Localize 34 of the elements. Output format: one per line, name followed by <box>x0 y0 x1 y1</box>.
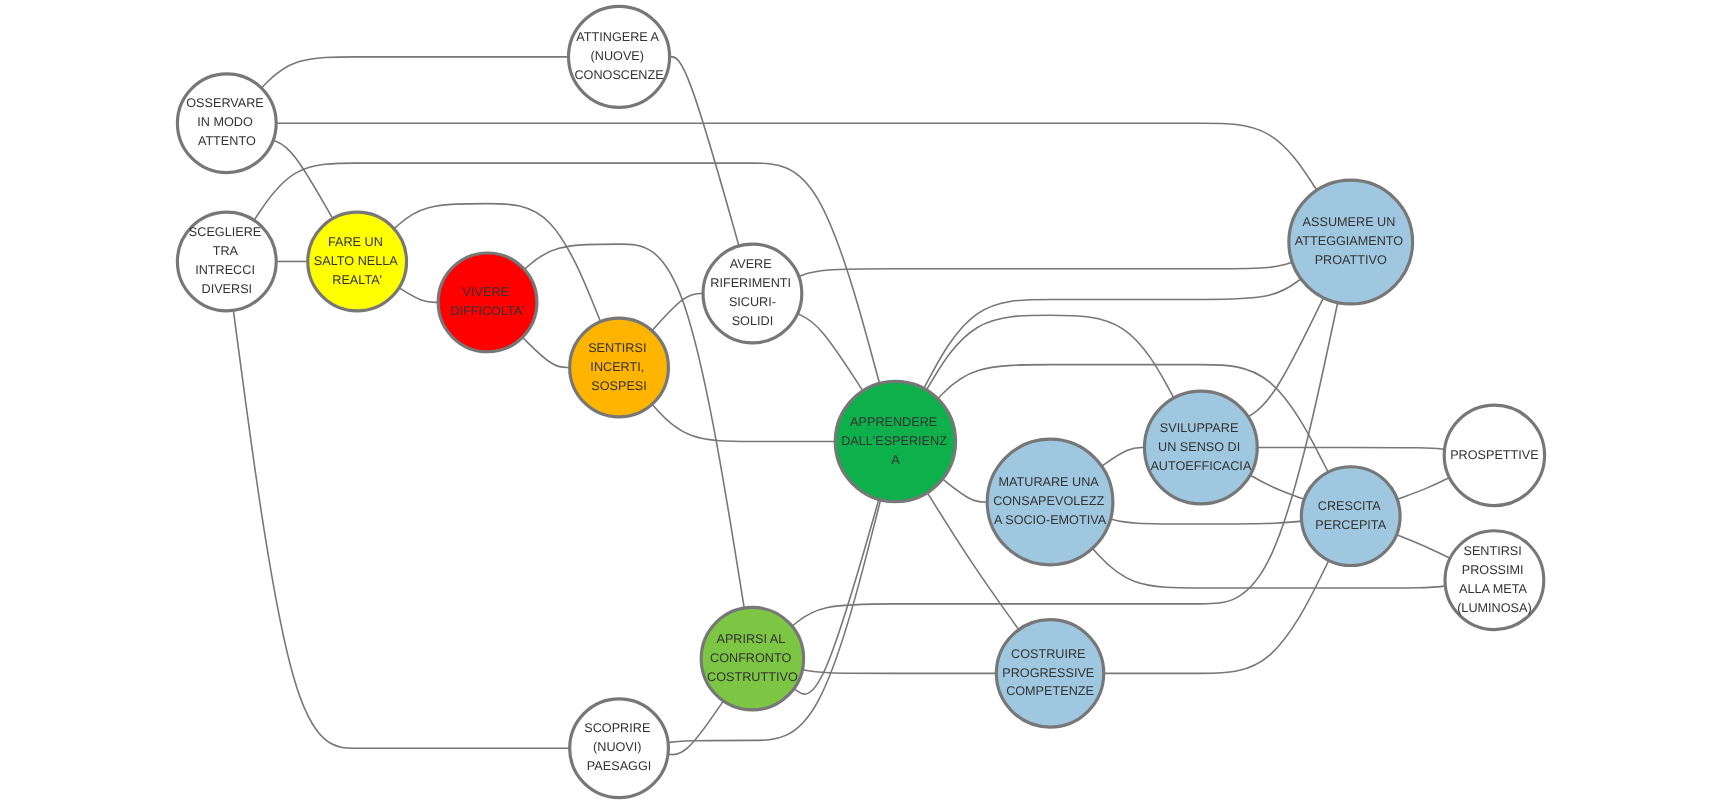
connector <box>275 260 309 263</box>
connector <box>1102 559 1330 675</box>
connector <box>651 403 837 443</box>
connector <box>260 56 570 89</box>
connector <box>668 56 740 247</box>
connector <box>275 122 1318 191</box>
connector <box>253 162 881 385</box>
connector <box>398 286 439 304</box>
connector <box>926 491 1020 631</box>
connector <box>1395 533 1451 560</box>
connector <box>941 478 988 503</box>
connector <box>1100 446 1146 467</box>
connector <box>1109 518 1303 525</box>
connector <box>936 363 1329 473</box>
connector <box>925 314 1175 399</box>
connector <box>667 499 882 744</box>
connector <box>393 202 602 323</box>
connector <box>667 700 725 756</box>
connector <box>1249 474 1306 501</box>
connector <box>1396 476 1451 501</box>
connector <box>651 292 704 332</box>
connector <box>1256 446 1446 451</box>
connector <box>923 278 1302 390</box>
connector <box>523 243 746 609</box>
connector <box>232 309 571 750</box>
connector <box>797 261 1293 278</box>
connector <box>796 312 864 392</box>
connector <box>521 336 571 369</box>
connector <box>272 139 334 220</box>
connector <box>1091 547 1447 589</box>
connector <box>791 301 1339 627</box>
connector <box>793 498 880 695</box>
connector <box>1247 296 1325 418</box>
connector <box>801 668 998 675</box>
